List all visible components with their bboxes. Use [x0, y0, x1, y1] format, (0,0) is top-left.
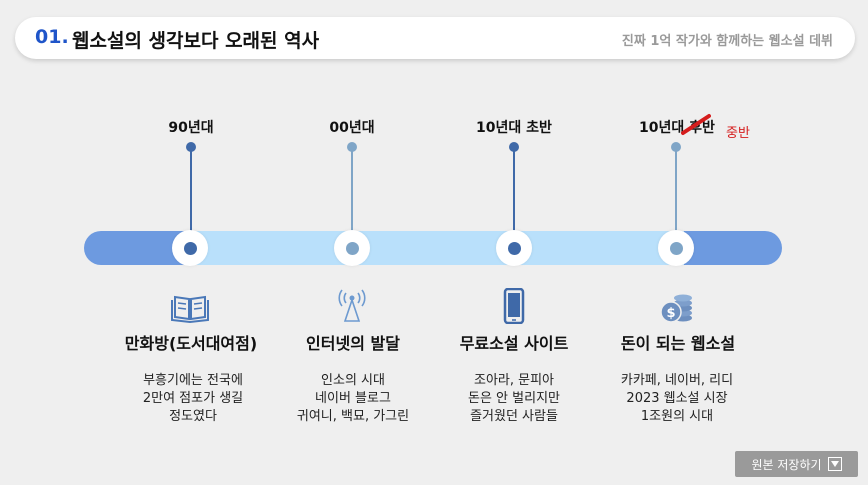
feature-desc-free-sites: 조아라, 문피아 돈은 안 벌리지만 즐거웠던 사람들 [419, 372, 609, 426]
page-title: 웹소설의 생각보다 오래된 역사 [72, 30, 320, 52]
feature-title-paid-webnovel: 돈이 되는 웹소설 [620, 334, 736, 353]
desc-line: 네이버 블로그 [315, 391, 391, 406]
feature-desc-paid-webnovel: 카카페, 네이버, 리디 2023 웹소설 시장 1조원의 시대 [582, 372, 772, 426]
antenna-icon [332, 288, 372, 324]
svg-text:$: $ [666, 306, 675, 321]
page-subtitle: 진짜 1억 작가와 함께하는 웹소설 데뷔 [621, 34, 833, 49]
desc-line: 인소의 시대 [321, 373, 385, 388]
era-label-10s-early: 10년대 초반 [476, 120, 552, 136]
pin-line-10s-late [675, 147, 677, 249]
book-icon [170, 288, 210, 324]
timeline-node-90s [172, 230, 208, 266]
pin-dot-10s-late [671, 142, 681, 152]
desc-line: 2023 웹소설 시장 [626, 391, 728, 406]
node-dot [184, 242, 197, 255]
timeline-node-10s-late [658, 230, 694, 266]
save-original-button[interactable]: 원본 저장하기 [735, 451, 858, 477]
pin-dot-00s [347, 142, 357, 152]
smartphone-icon [494, 287, 534, 325]
save-button-label: 원본 저장하기 [751, 457, 822, 472]
feature-title-internet: 인터넷의 발달 [306, 334, 400, 353]
feature-desc-internet: 인소의 시대 네이버 블로그 귀여니, 백묘, 가그린 [258, 372, 448, 426]
pin-dot-90s [186, 142, 196, 152]
page-header: 01. 웹소설의 생각보다 오래된 역사 진짜 1억 작가와 함께하는 웹소설 … [15, 17, 855, 59]
desc-line: 조아라, 문피아 [473, 373, 555, 388]
era-label-text: 10년대 후반 [639, 120, 715, 136]
era-label-00s: 00년대 [329, 120, 375, 136]
timeline-node-10s-early [496, 230, 532, 266]
pin-line-10s-early [513, 147, 515, 249]
node-dot [346, 242, 359, 255]
desc-line: 귀여니, 백묘, 가그린 [296, 409, 410, 424]
node-dot [508, 242, 521, 255]
timeline-bar-highlight [184, 231, 684, 265]
desc-line: 카카페, 네이버, 리디 [620, 373, 734, 388]
node-dot [670, 242, 683, 255]
desc-line: 돈은 안 벌리지만 [468, 391, 560, 406]
era-correction: 중반 [726, 126, 750, 141]
feature-desc-comic-store: 부흥기에는 전국에 2만여 점포가 생길 정도였다 [98, 372, 288, 426]
feature-title-comic-store: 만화방(도서대여점) [124, 334, 258, 353]
timeline-node-00s [334, 230, 370, 266]
pin-line-90s [190, 147, 192, 249]
coins-icon: $ [657, 288, 697, 324]
feature-title-free-sites: 무료소설 사이트 [459, 334, 569, 353]
era-label-90s: 90년대 [168, 120, 214, 136]
pin-line-00s [351, 147, 353, 249]
desc-line: 정도였다 [169, 409, 217, 424]
pin-dot-10s-early [509, 142, 519, 152]
chevron-down-icon [827, 457, 842, 471]
section-number: 01. [35, 26, 69, 48]
desc-line: 부흥기에는 전국에 [143, 373, 243, 388]
desc-line: 2만여 점포가 생길 [142, 391, 244, 406]
desc-line: 즐거웠던 사람들 [470, 409, 558, 424]
desc-line: 1조원의 시대 [640, 409, 714, 424]
